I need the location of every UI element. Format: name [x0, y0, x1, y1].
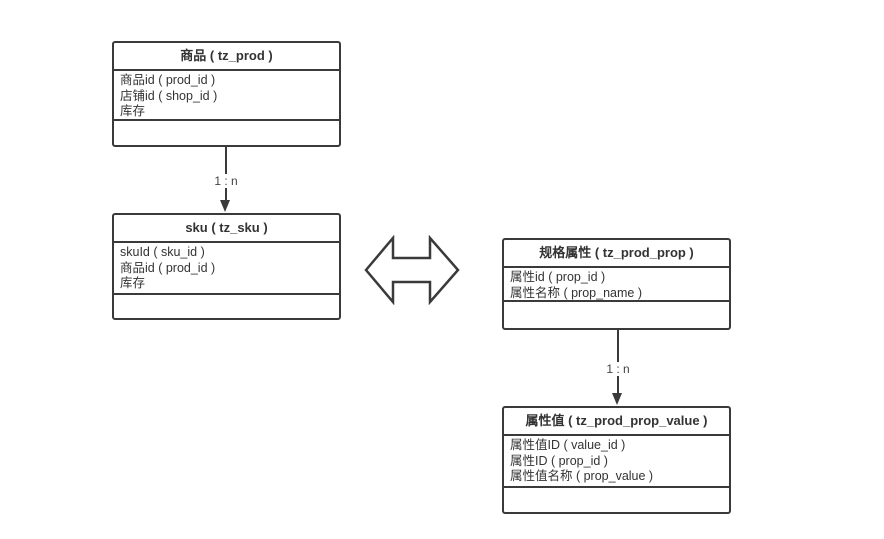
- entity-prod-title: 商品 ( tz_prod ): [114, 43, 339, 71]
- entity-sku-fields: skuId ( sku_id ) 商品id ( prod_id ) 库存: [114, 243, 339, 295]
- entity-prod-prop-value-title: 属性值 ( tz_prod_prop_value ): [504, 408, 729, 436]
- entity-sku-table: sku ( tz_sku ) skuId ( sku_id ) 商品id ( p…: [112, 213, 341, 320]
- field-prop-value-name: 属性值名称 ( prop_value ): [510, 469, 654, 483]
- entity-prod-table: 商品 ( tz_prod ) 商品id ( prod_id ) 店铺id ( s…: [112, 41, 341, 147]
- entity-prod-prop-table: 规格属性 ( tz_prod_prop ) 属性id ( prop_id ) 属…: [502, 238, 731, 330]
- field-stock: 库存: [120, 104, 146, 118]
- entity-sku-title: sku ( tz_sku ): [114, 215, 339, 243]
- double-arrow-icon: [364, 235, 460, 305]
- entity-prod-fields: 商品id ( prod_id ) 店铺id ( shop_id ) 库存: [114, 71, 339, 121]
- field-sku-stock: 库存: [120, 276, 146, 290]
- connector-prop-value-label: 1 : n: [603, 362, 633, 376]
- connector-prod-sku-line: [224, 147, 227, 200]
- field-prop-name: 属性名称 ( prop_name ): [510, 285, 642, 300]
- connector-prod-sku-arrowhead-icon: [220, 200, 230, 212]
- field-value-prop-id: 属性ID ( prop_id ): [510, 453, 608, 468]
- field-value-id: 属性值ID ( value_id ): [510, 438, 626, 452]
- entity-prod-prop-value-table: 属性值 ( tz_prod_prop_value ) 属性值ID ( value…: [502, 406, 731, 514]
- entity-sku-empty-section: [114, 295, 339, 318]
- field-sku-prod-id: 商品id ( prod_id ): [120, 260, 216, 275]
- field-shop-id: 店铺id ( shop_id ): [120, 88, 218, 103]
- entity-prod-prop-value-empty-section: [504, 488, 729, 512]
- field-prop-id: 属性id ( prop_id ): [510, 270, 606, 284]
- entity-prod-prop-empty-section: [504, 302, 729, 328]
- connector-prod-sku-label: 1 : n: [211, 174, 241, 188]
- entity-prod-prop-fields: 属性id ( prop_id ) 属性名称 ( prop_name ): [504, 268, 729, 302]
- entity-prod-empty-section: [114, 121, 339, 145]
- connector-prop-value-line: [616, 330, 619, 393]
- entity-prod-prop-value-fields: 属性值ID ( value_id ) 属性ID ( prop_id ) 属性值名…: [504, 436, 729, 488]
- field-sku-id: skuId ( sku_id ): [120, 245, 205, 259]
- connector-prop-value-arrowhead-icon: [612, 393, 622, 405]
- field-prod-id: 商品id ( prod_id ): [120, 73, 216, 87]
- entity-prod-prop-title: 规格属性 ( tz_prod_prop ): [504, 240, 729, 268]
